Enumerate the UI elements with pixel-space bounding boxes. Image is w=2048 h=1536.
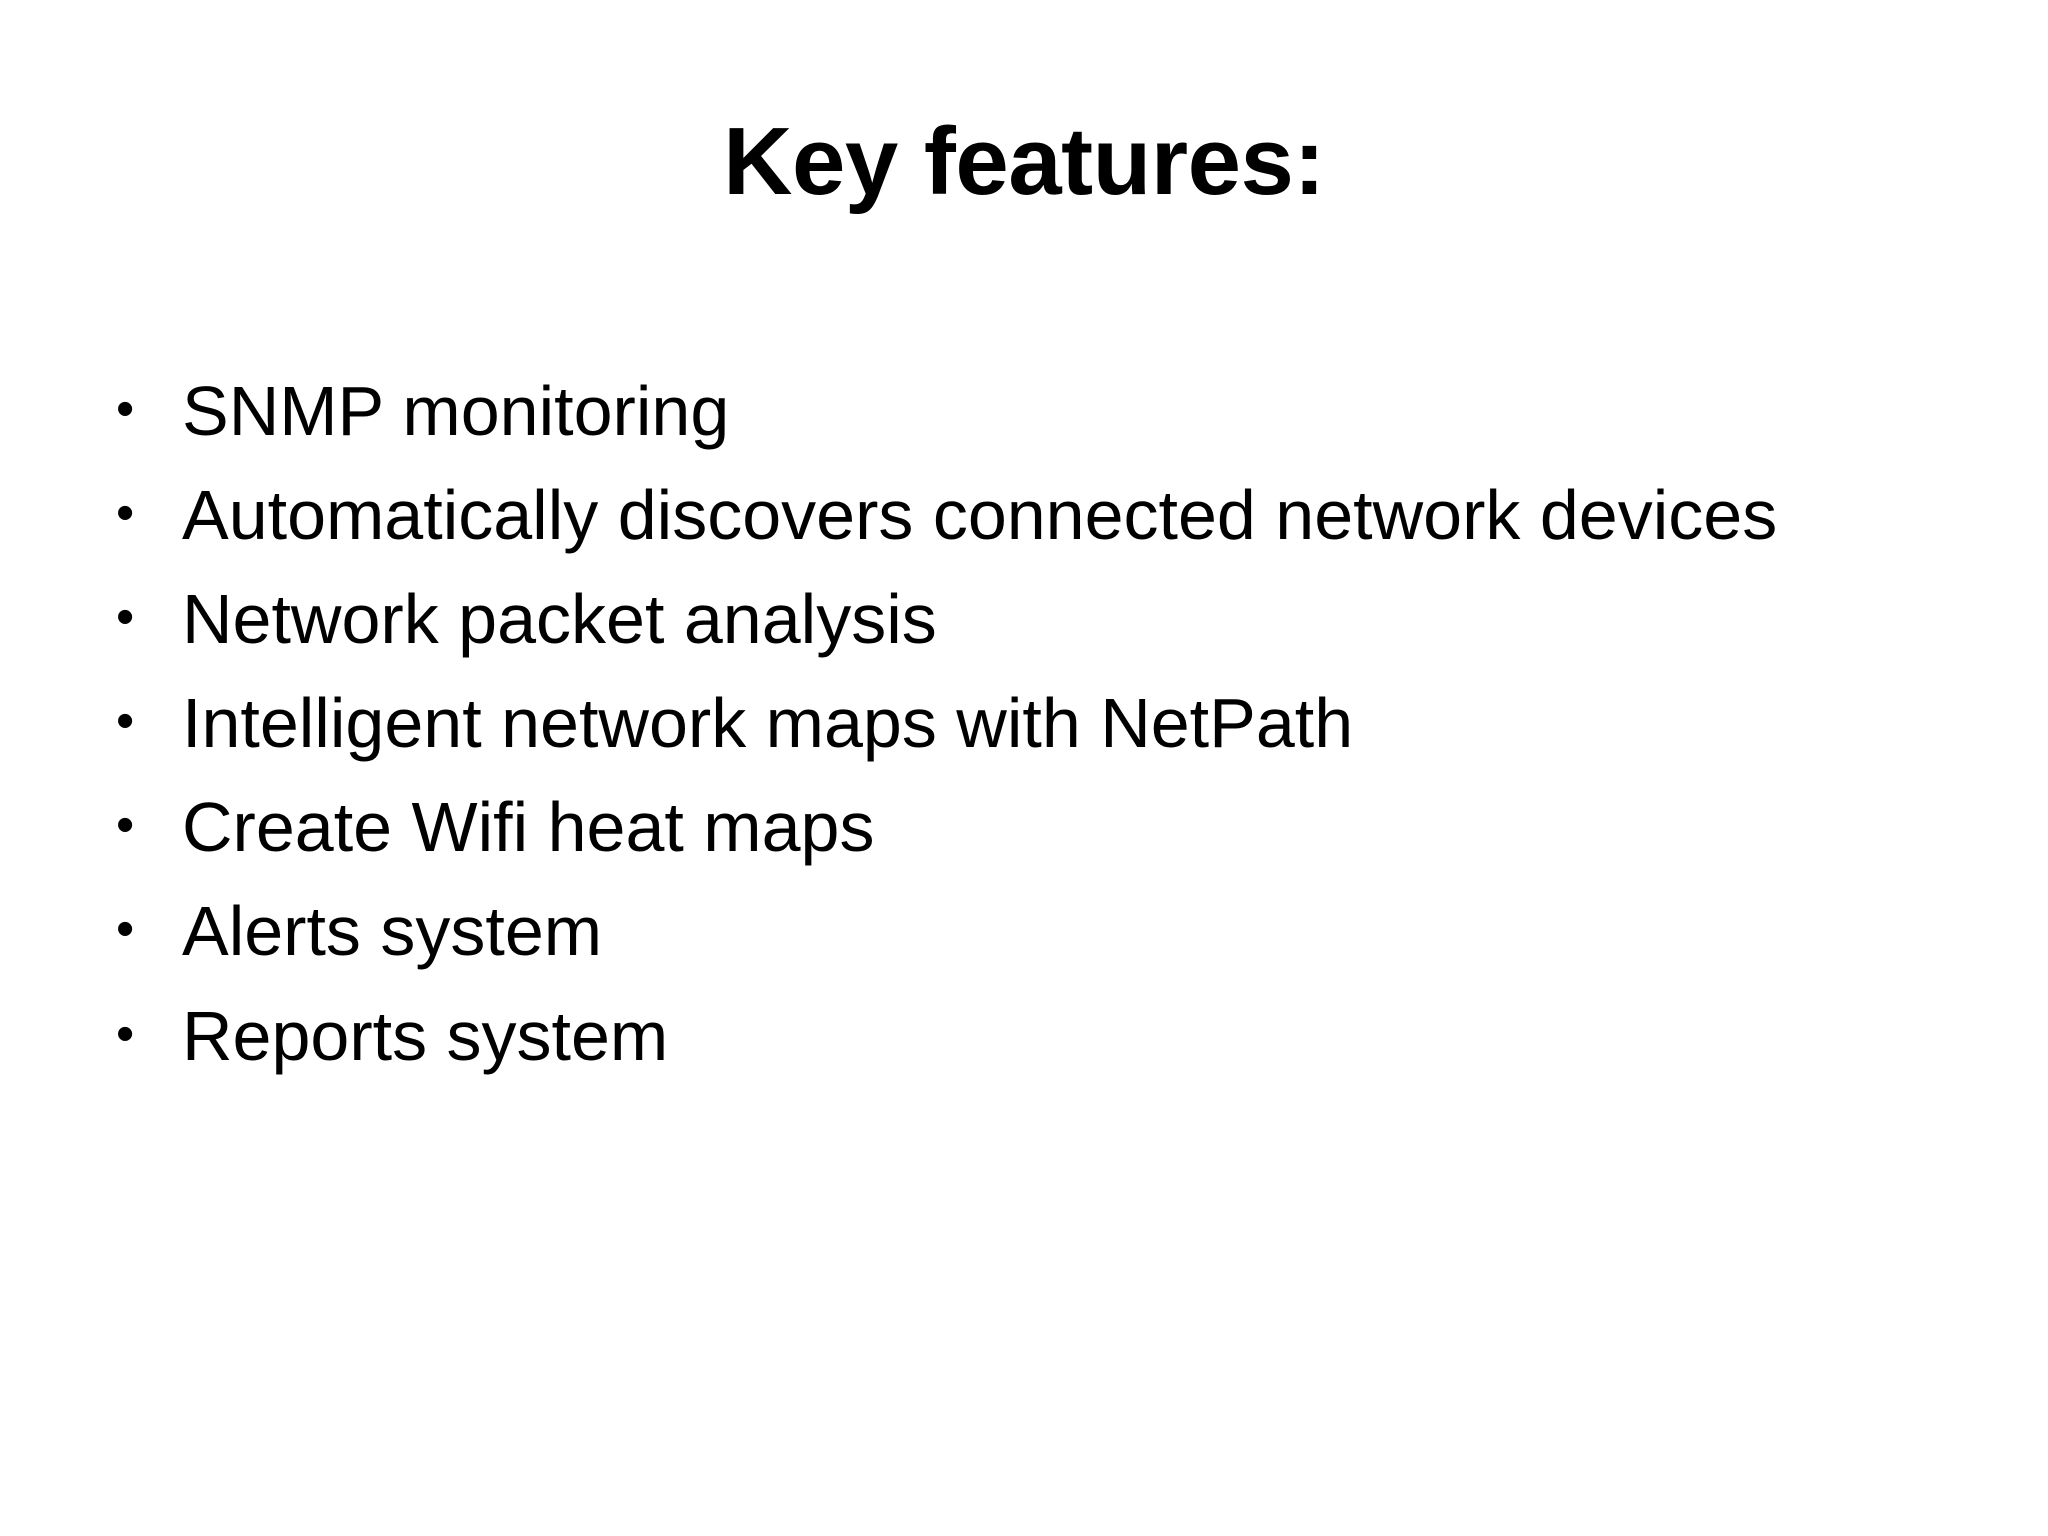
bullet-point-icon: • <box>116 380 135 438</box>
page-title: Key features: <box>723 108 1325 216</box>
list-item-label: Reports system <box>182 996 669 1075</box>
list-item: • Network packet analysis <box>110 580 1910 659</box>
list-item: • Alerts system <box>110 892 1910 971</box>
bullet-point-icon: • <box>116 900 135 959</box>
bullet-point-icon: • <box>116 484 135 543</box>
list-item-label: Intelligent network maps with NetPath <box>182 684 1354 763</box>
list-item-label: Automatically discovers connected networ… <box>182 476 1778 555</box>
bullet-list: • SNMP monitoring • Automatically discov… <box>110 372 1910 1101</box>
list-item: • Automatically discovers connected netw… <box>110 476 1910 555</box>
list-item: • Reports system <box>110 997 1910 1076</box>
list-item-label: Network packet analysis <box>182 580 937 659</box>
bullet-point-icon: • <box>116 692 135 751</box>
list-item: • SNMP monitoring <box>110 372 1910 451</box>
bullet-point-icon: • <box>116 796 135 855</box>
list-item: • Intelligent network maps with NetPath <box>110 684 1910 763</box>
list-item-label: Create Wifi heat maps <box>182 788 875 867</box>
list-item: • Create Wifi heat maps <box>110 788 1910 867</box>
list-item-label: SNMP monitoring <box>182 372 730 450</box>
bullet-point-icon: • <box>116 588 135 647</box>
bullet-point-icon: • <box>116 1004 135 1063</box>
list-item-label: Alerts system <box>182 892 603 971</box>
